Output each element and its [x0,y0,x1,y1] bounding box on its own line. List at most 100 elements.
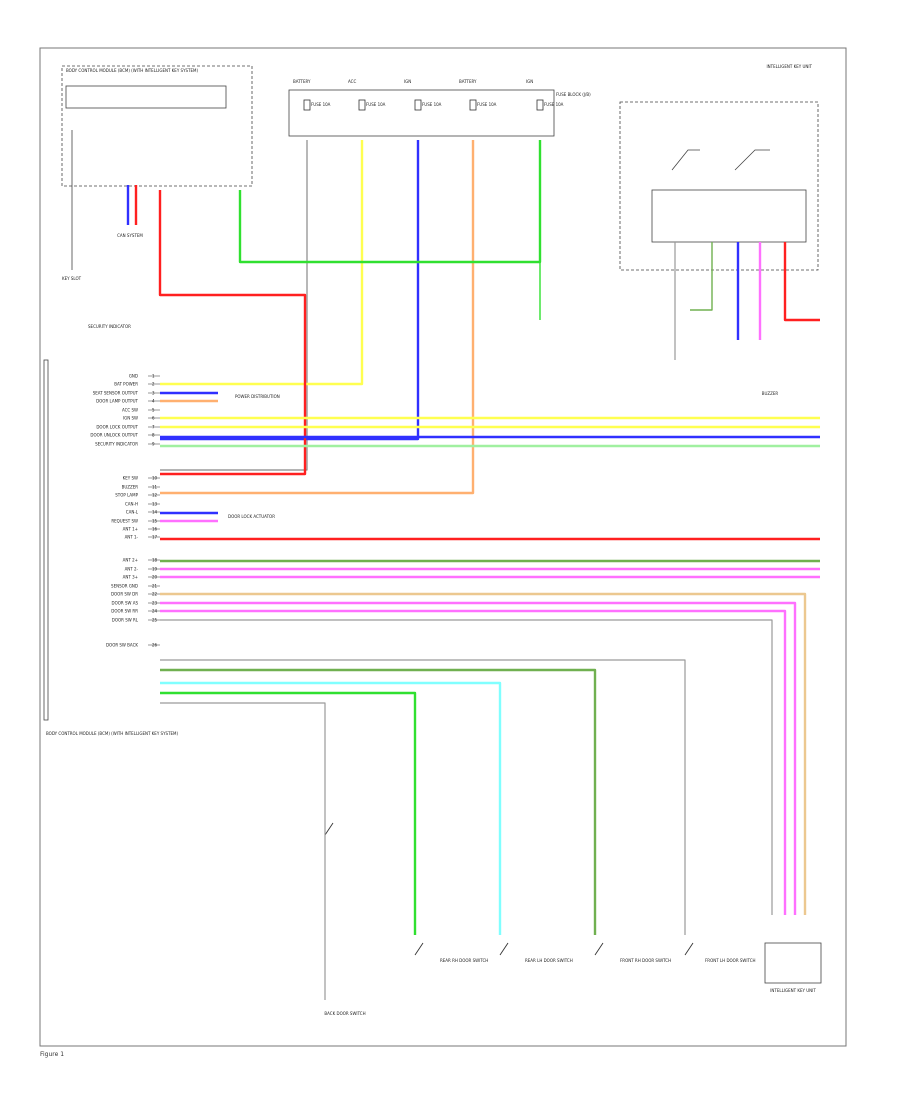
pin-label: DOOR LOCK OUTPUT [96,425,138,430]
wire-olive-lower [160,668,597,935]
wire-gray-down [160,619,773,915]
component-label: BUZZER [762,391,779,396]
pin-label: ANT 3+ [123,575,138,580]
component-label: BACK DOOR SWITCH [324,1011,365,1016]
bottom-unit-label: INTELLIGENT KEY UNIT [770,988,816,993]
pin-label: SENSOR GND [111,584,138,589]
fuse-rating: FUSE 10A [477,102,497,107]
pin-number: 19 [152,567,158,572]
ikey-title: INTELLIGENT KEY UNIT [766,64,812,69]
wire-fuse2-yellow [160,140,364,386]
pin-number: 21 [152,584,158,589]
pin-label: IGN SW [123,416,138,421]
switch-symbol [324,822,334,836]
bcm-top-title: BODY CONTROL MODULE (BCM) (WITH INTELLIG… [66,68,198,73]
pin-number: 16 [152,527,158,532]
pin-label: ANT 1- [125,535,139,540]
component-label: REAR LH DOOR SWITCH [525,958,573,963]
pin-label: DOOR SW DR [111,592,138,597]
pin-number: 6 [152,416,155,421]
switch-symbol [414,942,424,956]
pin-number: 9 [152,442,155,447]
component-label: FRONT LH DOOR SWITCH [705,958,756,963]
pin-label: ANT 1+ [123,527,138,532]
ikey-outer-box [619,101,819,271]
pin-number: 7 [152,425,155,430]
pin-number: 11 [152,485,158,490]
connector-pins [148,375,160,646]
switch-symbol [684,942,694,956]
switch-symbol [594,942,604,956]
fuse-label: ACC [348,79,356,84]
wire-pink-down-2 [160,609,787,915]
figure-footer: Figure 1 [40,1051,65,1058]
bcm-left-label-area [43,359,49,721]
fuse-icon [469,99,477,111]
component-label: REAR RH DOOR SWITCH [440,958,488,963]
pin-number: 14 [152,510,158,515]
pin-label: DOOR SW RR [111,609,138,614]
diagram-frame [39,47,847,1047]
pin-number: 25 [152,618,158,623]
pin-number: 12 [152,493,158,498]
fuse-rating: FUSE 10A [311,102,331,107]
wire-security-red [158,190,307,476]
pin-number: 5 [152,408,155,413]
bcm-top-box [61,65,253,187]
fuse-rating: FUSE 10A [366,102,386,107]
pin-label: DOOR LAMP OUTPUT [96,399,138,404]
fuse-icon [414,99,422,111]
pin-label: GND [129,374,138,379]
wire-tan-long [160,592,807,915]
pin-number: 13 [152,502,158,507]
fuse-icon [358,99,366,111]
fuse-icon [536,99,544,111]
wire-gray-lower [160,659,686,935]
wires [126,140,820,1000]
fuse-label: BATTERY [293,79,311,84]
fuse-block-box [288,89,555,137]
component-label: FRONT RH DOOR SWITCH [620,958,671,963]
bcm-inner-box [65,85,227,109]
pin-label: ACC SW [122,408,138,413]
wire-gray-back [160,702,326,1000]
key-slot-label: KEY SLOT [62,276,82,281]
pin-label: DOOR SW RL [112,618,139,623]
wire-fuse5-green [238,140,542,264]
pin-label: ANT 2+ [123,558,138,563]
pin-number: 24 [152,609,158,614]
pin-number: 18 [152,558,158,563]
switch-symbol [499,942,509,956]
wire-ikey-olive [690,242,713,311]
fuse-label: IGN [526,79,533,84]
fuse-label: IGN [404,79,411,84]
fuse-rating: FUSE 10A [422,102,442,107]
pin-label: DOOR SW BACK [106,643,138,648]
pin-label: SECURITY INDICATOR [95,442,138,447]
wire-pink-down-1 [160,601,797,915]
wire-fuse3-blue [160,140,420,441]
pin-label: SEAT SENSOR OUTPUT [93,391,139,396]
pin-number: 20 [152,575,158,580]
pin-number: 26 [152,643,158,648]
pin-number: 23 [152,601,158,606]
pin-number: 2 [152,382,155,387]
ikey-switch [671,149,700,171]
labels: BODY CONTROL MODULE (BCM) (WITH INTELLIG… [46,64,816,1016]
fuse-block-title: FUSE BLOCK (J/B) [556,92,591,97]
pin-label: ANT 2- [125,567,139,572]
pin-label: BAT POWER [114,382,138,387]
pin-number: 3 [152,391,155,396]
pin-number: 8 [152,433,155,438]
fuse-rating: FUSE 10A [544,102,564,107]
pin-label: CAN-L [126,510,139,515]
pin-number: 22 [152,592,158,597]
wire-fuse1-gray [160,140,308,471]
component-label: POWER DISTRIBUTION [235,394,280,399]
fuse-icon [303,99,311,111]
wire-ikey-red [783,242,820,322]
pin-number: 4 [152,399,155,404]
component-label: DOOR LOCK ACTUATOR [228,514,275,519]
pin-label: DOOR UNLOCK OUTPUT [90,433,138,438]
